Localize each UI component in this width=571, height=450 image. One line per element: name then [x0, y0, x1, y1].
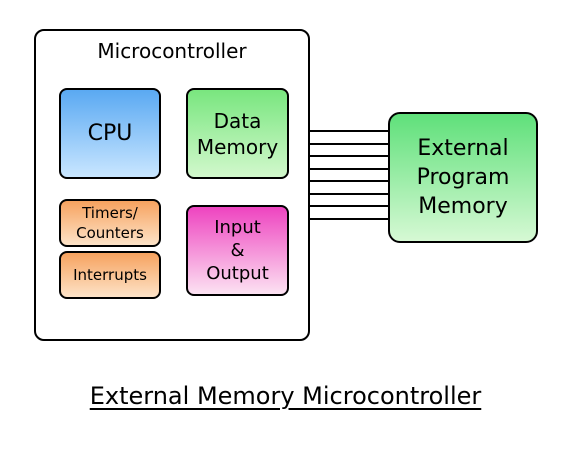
- cpu-block: CPU: [59, 88, 161, 179]
- bus-line: [310, 205, 390, 207]
- data-memory-block: Data Memory: [186, 88, 289, 179]
- interrupts-block: Interrupts: [59, 251, 161, 299]
- timers-counters-label-line-2: Counters: [76, 224, 144, 242]
- interrupts-label-line: Interrupts: [73, 266, 147, 284]
- external-program-memory-label-line-3: Memory: [418, 194, 508, 219]
- data-memory-label-line-2: Memory: [196, 134, 279, 159]
- timers-counters-block: Timers/ Counters: [59, 199, 161, 247]
- external-program-memory-label: External Program Memory: [417, 134, 510, 221]
- microcontroller-title: Microcontroller: [97, 39, 247, 63]
- cpu-label: CPU: [88, 121, 133, 146]
- bus-line: [310, 142, 390, 145]
- bus-line: [310, 192, 390, 195]
- data-memory-label-line-1: Data: [213, 108, 262, 133]
- timers-counters-label: Timers/ Counters: [76, 203, 144, 243]
- input-output-label: Input & Output: [206, 216, 269, 285]
- external-program-memory-label-line-2: Program: [416, 165, 510, 190]
- interrupts-label: Interrupts: [73, 266, 147, 284]
- external-program-memory-label-line-1: External: [417, 136, 509, 161]
- input-output-label-line-3: Output: [206, 263, 269, 284]
- bus-line: [310, 180, 390, 182]
- bus-line: [310, 167, 390, 170]
- bus-line: [310, 217, 390, 220]
- external-program-memory-block: External Program Memory: [388, 112, 538, 243]
- diagram-caption: External Memory Microcontroller: [89, 382, 482, 410]
- input-output-block: Input & Output: [186, 205, 289, 296]
- input-output-label-line-1: Input: [214, 217, 261, 238]
- data-memory-label: Data Memory: [197, 108, 278, 160]
- timers-counters-label-line-1: Timers/: [82, 204, 138, 222]
- input-output-label-line-2: &: [230, 240, 245, 261]
- memory-bus: [310, 130, 390, 230]
- bus-line: [310, 155, 390, 157]
- cpu-label-line: CPU: [87, 121, 133, 146]
- bus-line: [310, 130, 390, 132]
